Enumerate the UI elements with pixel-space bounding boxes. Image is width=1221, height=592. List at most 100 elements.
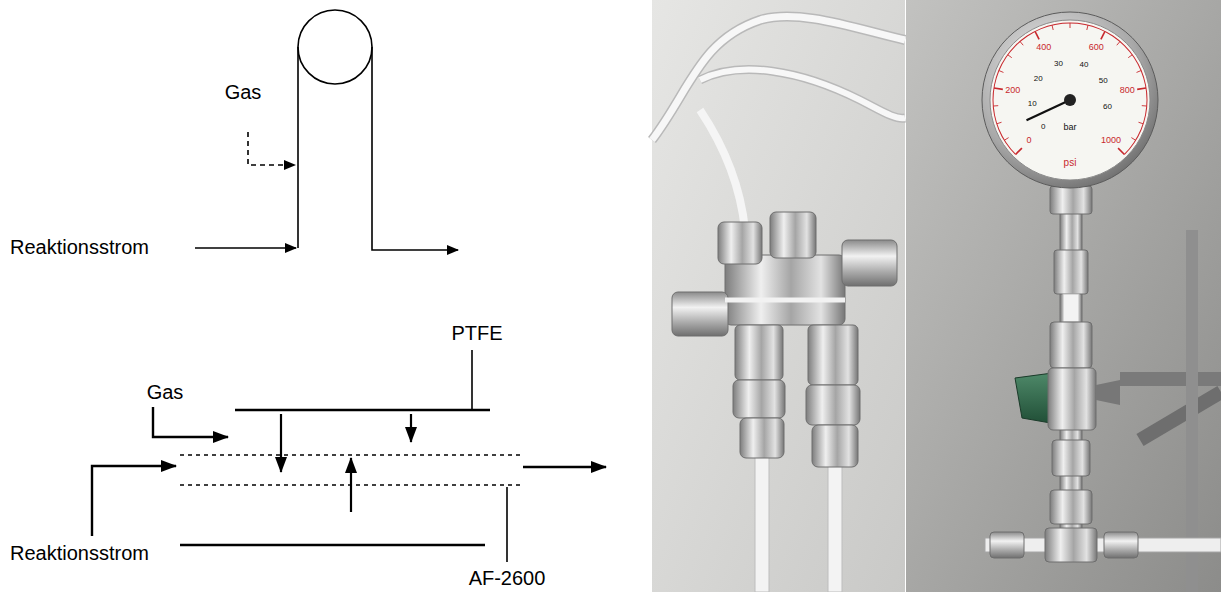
stream-label: Reaktionsstrom [10, 236, 149, 258]
photo-fittings [672, 292, 728, 336]
schematic-membrane [92, 466, 176, 536]
gauge-scale-number: 60 [1103, 102, 1112, 111]
photo-gauge [982, 12, 1158, 188]
photo-fittings [718, 222, 762, 264]
photo-gauge [1027, 100, 1071, 120]
photo-gauge [1050, 322, 1092, 368]
photo-gauge [1063, 294, 1079, 322]
gauge-scale-number: 40 [1080, 60, 1089, 69]
photo-gauge [990, 532, 1024, 558]
photo-fittings [652, 17, 905, 140]
gauge-ticks [993, 23, 1148, 155]
gauge-ticks [1118, 148, 1124, 154]
photo-fittings [700, 110, 745, 230]
gauge-scale-number: 20 [1034, 75, 1043, 84]
gauge-ticks [1101, 31, 1105, 39]
photo-gauge [1064, 94, 1076, 106]
photo-fittings [755, 455, 769, 592]
gauge-ticks [1131, 138, 1135, 141]
stream-label: Gas [225, 81, 262, 103]
gauge-ticks [993, 105, 998, 106]
gauge-scale-number: 200 [1005, 86, 1020, 96]
gauge-ticks [1035, 31, 1039, 39]
photo-fittings [652, 0, 905, 592]
gauge-ticks [1004, 138, 1008, 141]
photo-fittings [770, 212, 816, 258]
schematic-membrane [280, 414, 282, 472]
gauge-scale-number: 10 [1028, 99, 1037, 108]
schematic-top [372, 47, 458, 250]
photo-gauge [1054, 250, 1088, 294]
gauge-unit: psi [1064, 157, 1077, 168]
stream-label: Reaktionsstrom [10, 542, 149, 564]
photo-gauge [1096, 380, 1120, 405]
photo-fittings [735, 325, 783, 380]
schematic-membrane [235, 409, 490, 411]
stream-label: Gas [147, 381, 184, 403]
photo-fittings [808, 325, 858, 385]
photo-gauge [1048, 368, 1096, 430]
photo-gauge [906, 0, 1221, 592]
schematic-membrane [350, 458, 352, 512]
gauge-ticks [993, 23, 1148, 155]
photo-fittings [652, 0, 905, 592]
gauge-scale-number: 1000 [1101, 136, 1121, 146]
gauge-ticks [1008, 55, 1012, 58]
schematic-membrane [153, 407, 228, 437]
gauge-ticks [1138, 122, 1143, 124]
photo-fittings [740, 418, 784, 458]
gauge-ticks [1117, 41, 1120, 45]
gauge-scale-number: 30 [1054, 59, 1063, 68]
photo-fittings [725, 298, 845, 303]
gauge-scale-number: 0 [1041, 122, 1045, 131]
photo-fittings [812, 425, 858, 467]
gauge-ticks [1070, 23, 1071, 28]
photo-gauge [1050, 186, 1092, 214]
gauge-scale-number: 50 [1099, 77, 1108, 86]
photo-fittings [652, 17, 905, 140]
material-label: AF-2600 [469, 567, 546, 589]
schematic-membrane [410, 414, 412, 442]
gauge-ticks [1142, 105, 1147, 106]
photo-fittings [842, 240, 897, 286]
photo-fittings [733, 380, 785, 418]
schematic-top [298, 10, 372, 84]
schematic-membrane [506, 487, 508, 562]
photo-gauge [1050, 490, 1092, 524]
gauge-unit: bar [1063, 123, 1076, 133]
gauge-ticks [1016, 148, 1022, 154]
gauge-ticks [1137, 71, 1142, 73]
photo-gauge [1052, 440, 1090, 476]
schematic-membrane [523, 466, 606, 469]
photo-gauge [990, 20, 1150, 180]
schematic-top [195, 247, 296, 249]
gauge-scale-number: 800 [1120, 86, 1135, 96]
schematic-top [297, 47, 299, 248]
gauge-ticks [999, 71, 1004, 73]
photo-fittings [700, 70, 905, 119]
material-label: PTFE [451, 322, 502, 344]
photo-gauge [906, 0, 1221, 592]
schematic-membrane [180, 454, 520, 456]
gauge-ticks [997, 122, 1002, 124]
gauge-scale-number: 600 [1089, 43, 1104, 53]
gauge-ticks [1020, 41, 1023, 45]
gauge-ticks [1128, 55, 1132, 58]
photo-fittings [725, 255, 845, 325]
schematic-membrane [92, 350, 606, 562]
photo-gauge [1120, 372, 1221, 386]
photo-fittings [700, 70, 905, 119]
gauge-ticks [1087, 25, 1088, 30]
gauge-ticks [1052, 25, 1053, 30]
gauge-scale-number: 400 [1036, 43, 1051, 53]
schematic-membrane [471, 350, 473, 410]
schematic-membrane [180, 544, 485, 546]
photo-gauge [1104, 532, 1138, 558]
photo-gauge [1140, 392, 1221, 440]
schematic-top [195, 10, 458, 250]
photo-gauge [1045, 528, 1097, 562]
photo-fittings [806, 385, 860, 425]
gauge-ticks [1137, 88, 1146, 89]
